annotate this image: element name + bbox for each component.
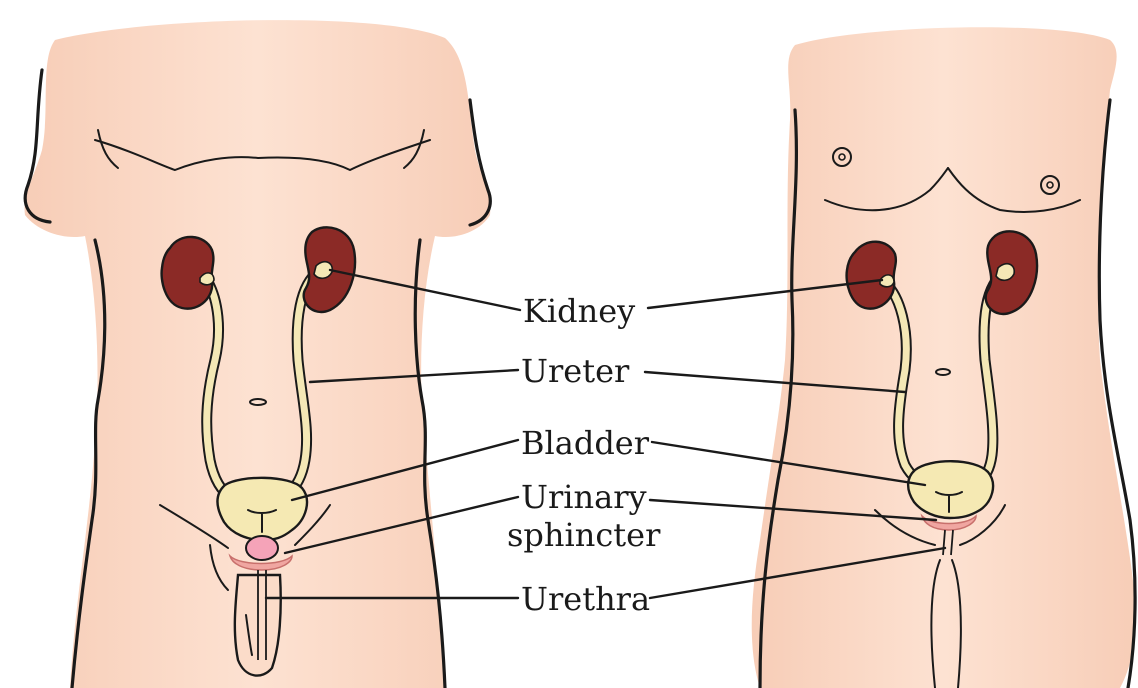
female-torso-skin bbox=[752, 27, 1136, 688]
male-prostate bbox=[246, 536, 278, 560]
female-right-renal-pelvis bbox=[996, 264, 1014, 281]
label-kidney: Kidney bbox=[523, 292, 635, 330]
label-ureter: Ureter bbox=[521, 352, 630, 390]
female-figure bbox=[752, 27, 1136, 688]
labels: Kidney Ureter Bladder Urinary sphincter … bbox=[507, 292, 661, 618]
label-urinary-sphincter-line2: sphincter bbox=[507, 516, 661, 554]
label-bladder: Bladder bbox=[521, 424, 650, 462]
label-urinary-sphincter-line1: Urinary bbox=[521, 478, 647, 516]
male-figure bbox=[25, 20, 491, 688]
male-left-renal-pelvis bbox=[200, 273, 214, 285]
label-urethra: Urethra bbox=[521, 580, 650, 618]
female-bladder bbox=[908, 461, 993, 518]
